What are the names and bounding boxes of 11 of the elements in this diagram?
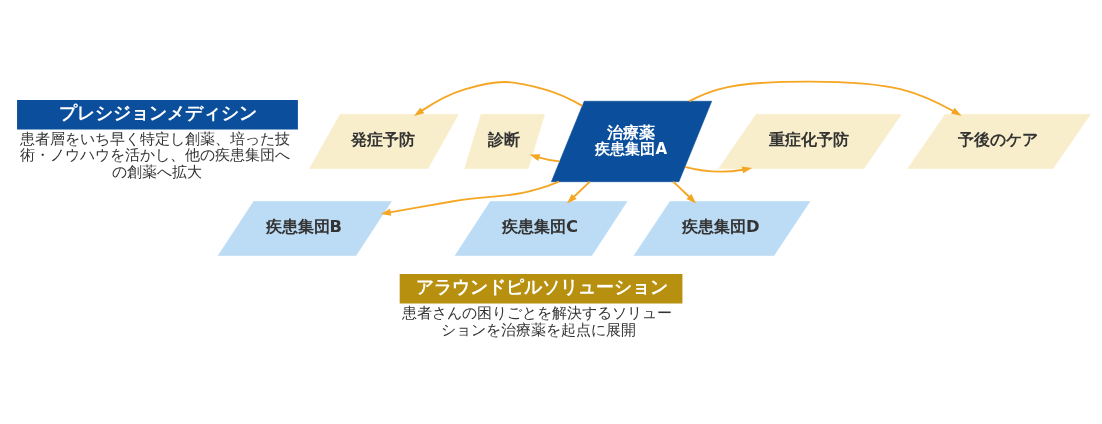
arrow (380, 180, 560, 216)
node-box: プレシジョンメディシン (17, 99, 298, 130)
arrow (688, 80, 962, 116)
arrow (414, 80, 584, 116)
arrow (529, 153, 561, 162)
node-label: 患者さんの困りごとを解決するソリューションを治療薬を起点に展開 (402, 303, 673, 338)
node-label: 患者層をいち早く特定し創薬、培った技術・ノウハウを活かし、他の疾患集団への創薬へ拡大 (19, 129, 290, 181)
node-box: アラウンドピルソリューション (399, 273, 683, 304)
arrow (566, 180, 591, 203)
arrow (672, 180, 697, 203)
arrow (684, 165, 753, 173)
